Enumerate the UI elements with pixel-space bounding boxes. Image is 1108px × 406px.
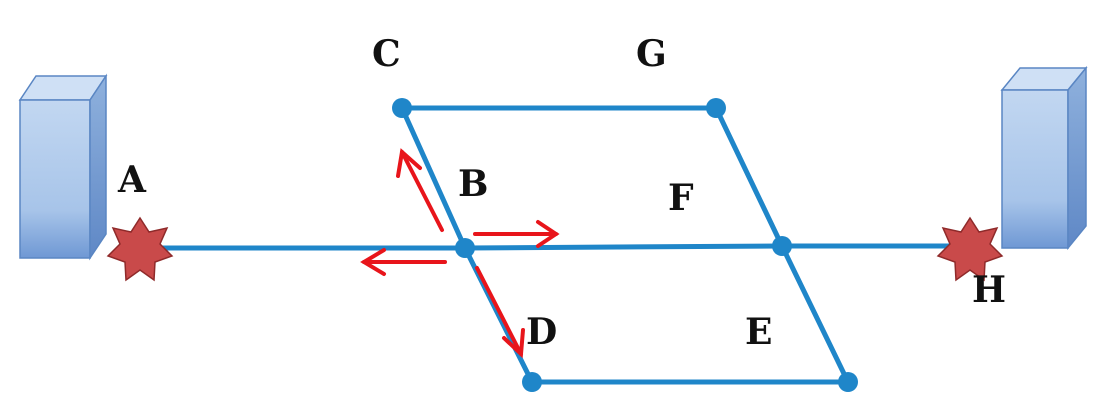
right-server-side — [1067, 65, 1087, 251]
nodes — [392, 98, 858, 392]
label-f: F — [668, 177, 694, 219]
link-b-f — [462, 243, 785, 251]
label-e: E — [745, 311, 772, 353]
arrow-to-d — [475, 266, 525, 359]
label-a: A — [117, 159, 147, 201]
flow-arrows — [360, 148, 560, 359]
left-server-icon — [18, 73, 108, 261]
label-h: H — [972, 269, 1006, 311]
node-c-dot — [392, 98, 412, 118]
label-d: D — [526, 311, 557, 353]
link-g-f — [713, 105, 785, 249]
arrow-to-a — [360, 248, 447, 276]
label-g: G — [636, 33, 667, 75]
node-e-dot — [838, 372, 858, 392]
node-d-dot — [522, 372, 542, 392]
right-star-burst-icon — [936, 216, 1004, 282]
node-g-dot — [706, 98, 726, 118]
links — [137, 105, 973, 385]
link-c-b — [399, 105, 468, 251]
right-server-front — [1001, 89, 1069, 249]
arrow-to-f — [473, 220, 560, 248]
link-f-e — [779, 243, 851, 385]
node-b-dot — [455, 238, 475, 258]
label-b: B — [458, 163, 488, 205]
label-c: C — [372, 33, 401, 75]
node-f-dot — [772, 236, 792, 256]
right-server-icon — [1000, 65, 1088, 251]
left-server-front — [19, 99, 91, 259]
arrow-to-c — [396, 148, 444, 232]
left-star-burst-icon — [106, 216, 174, 282]
left-server-side — [89, 73, 107, 261]
